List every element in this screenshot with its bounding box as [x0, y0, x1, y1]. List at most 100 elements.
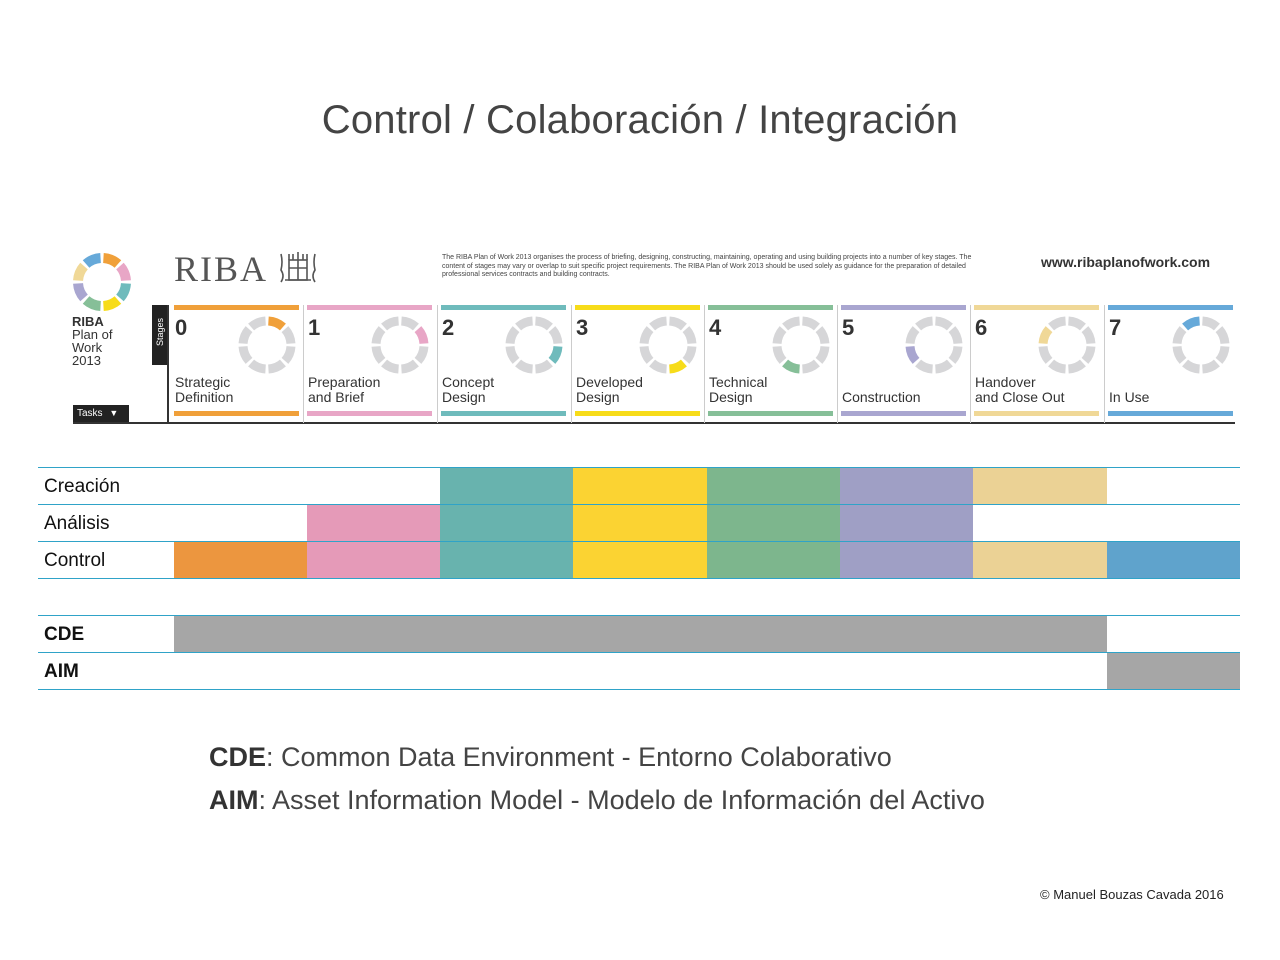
matrix-cell — [840, 468, 973, 504]
grid-line — [38, 541, 1240, 542]
matrix-cell — [440, 542, 573, 578]
wheel-segment — [414, 345, 429, 364]
wheel-segment — [1215, 326, 1230, 345]
row-label-creacion: Creación — [44, 476, 121, 497]
stage-number: 0 — [175, 315, 188, 340]
stage-bottom-bar — [1108, 411, 1233, 416]
wheel-segment — [948, 326, 963, 345]
plan-of-work-logo-wheel — [73, 253, 131, 311]
wheel-segment — [801, 316, 820, 331]
grid-line — [38, 689, 1240, 690]
stage-name-line1 — [1109, 375, 1149, 390]
page-title: Control / Colaboración / Integración — [321, 98, 959, 142]
stage-number: 6 — [975, 315, 988, 340]
wheel-segment — [281, 326, 296, 345]
header-divider — [167, 305, 169, 424]
stage-name-line2: and Brief — [308, 389, 365, 405]
stage-progress-wheel-icon — [905, 316, 963, 374]
stage-progress-wheel-icon — [1038, 316, 1096, 374]
matrix-cell — [973, 542, 1107, 578]
plan-of-work-label: RIBA Plan of Work 2013 — [72, 315, 112, 367]
grid-line — [38, 652, 1240, 653]
wheel-segment — [102, 295, 122, 311]
wheel-segment — [934, 316, 953, 331]
legend: CDE: Common Data Environment - Entorno C… — [209, 736, 985, 822]
stage-bottom-bar — [708, 411, 833, 416]
row-label-cde: CDE — [44, 624, 85, 645]
riba-website-link[interactable]: www.ribaplanofwork.com — [1041, 254, 1211, 270]
wheel-segment — [238, 345, 253, 364]
grid-line — [38, 578, 1240, 579]
stage-divider — [437, 305, 438, 423]
matrix-cell — [707, 542, 840, 578]
wheel-segment — [649, 316, 668, 331]
pow-label-line4: 2013 — [72, 353, 101, 368]
stage-top-bar — [1108, 305, 1233, 310]
legend-cde-text: : Common Data Environment - Entorno Cola… — [266, 742, 892, 772]
wheel-segment — [1048, 359, 1067, 374]
wheel-segment — [772, 326, 787, 345]
matrix-cell — [440, 505, 573, 541]
matrix-span-cell — [174, 616, 1107, 652]
stage-name-line1: Handover — [975, 374, 1036, 390]
wheel-segment — [371, 345, 386, 364]
wheel-segment — [649, 359, 668, 374]
wheel-segment — [248, 359, 267, 374]
wheel-segment — [1067, 316, 1086, 331]
wheel-segment — [515, 316, 534, 331]
wheel-segment — [1182, 316, 1201, 331]
wheel-segment — [414, 326, 429, 345]
stage-progress-wheel-icon — [1172, 316, 1230, 374]
wheel-segment — [548, 326, 563, 345]
stage-name-line1: Technical — [709, 374, 768, 390]
matrix-cell — [707, 505, 840, 541]
stage-progress-wheel-icon — [505, 316, 563, 374]
legend-aim: AIM: Asset Information Model - Modelo de… — [209, 779, 985, 822]
pow-label-line2: Plan of — [72, 327, 113, 342]
stage-bottom-bar — [841, 411, 966, 416]
riba-wordmark: RIBA — [174, 249, 269, 289]
legend-aim-text: : Asset Information Model - Modelo de In… — [258, 785, 985, 815]
stage-number: 7 — [1109, 315, 1122, 340]
wheel-segment — [267, 359, 286, 374]
wheel-segment — [915, 316, 934, 331]
stage-divider — [837, 305, 838, 423]
stage-progress-wheel-icon — [371, 316, 429, 374]
stage-progress-wheel-icon — [238, 316, 296, 374]
stage-name-line1: Developed — [576, 374, 643, 390]
matrix-cell — [707, 468, 840, 504]
legend-cde: CDE: Common Data Environment - Entorno C… — [209, 736, 985, 779]
matrix-cell — [1107, 542, 1240, 578]
matrix-cell — [973, 468, 1107, 504]
stage-name-line2: Design — [576, 389, 620, 405]
stage-bottom-bar — [307, 411, 432, 416]
copyright: © Manuel Bouzas Cavada 2016 — [1040, 887, 1224, 902]
stage-name-line1: Concept — [442, 374, 495, 390]
stage-progress-wheel-icon — [772, 316, 830, 374]
stages-tab-label: Stages — [155, 317, 165, 347]
wheel-segment — [782, 359, 801, 374]
wheel-segment — [915, 359, 934, 374]
wheel-segment — [115, 262, 131, 282]
wheel-segment — [1038, 345, 1053, 364]
stages-tab[interactable] — [152, 305, 168, 365]
stage-number: 4 — [709, 315, 722, 340]
wheel-segment — [82, 295, 102, 311]
wheel-segment — [815, 345, 830, 364]
tasks-tab[interactable]: Tasks ▼ — [73, 405, 129, 422]
wheel-segment — [948, 345, 963, 364]
stage-name-line2: Design — [442, 389, 486, 405]
stage-name-line2: Construction — [842, 389, 921, 405]
